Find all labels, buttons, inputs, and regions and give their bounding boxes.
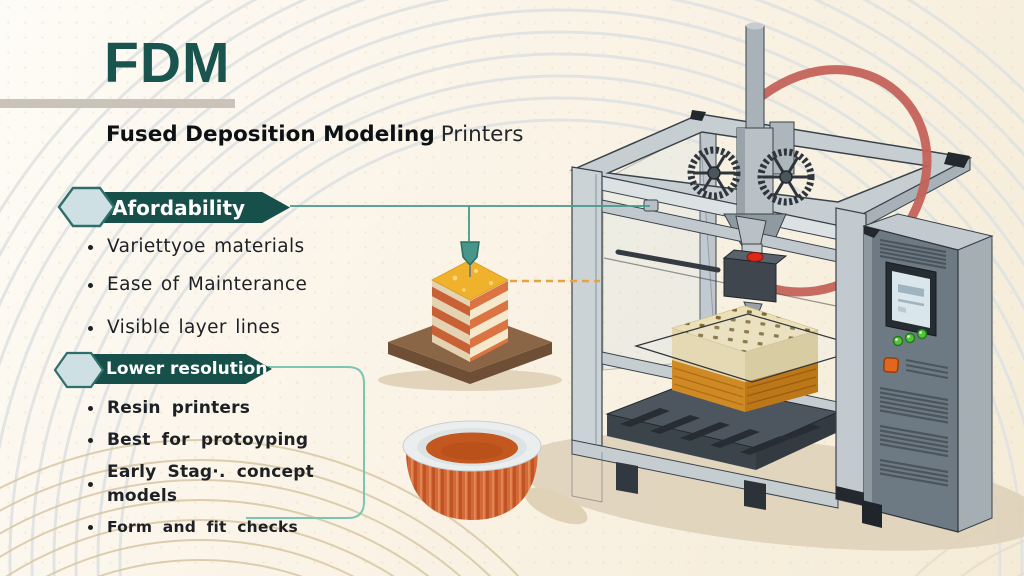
- layered-model-illustration: [388, 241, 552, 384]
- page-title: FDM: [104, 31, 231, 95]
- subtitle-light: Printers: [440, 122, 524, 147]
- print-bed: [605, 381, 840, 510]
- section-bracket: [246, 366, 365, 519]
- control-cabinet: [862, 213, 994, 533]
- hexagon-badge-icon: [53, 351, 105, 389]
- power-button: [882, 356, 900, 374]
- lower-resolution-bullet-list: Resin printers Best for protoyping Early…: [84, 396, 394, 547]
- list-item: Resin printers: [84, 396, 394, 420]
- affordability-bullet-list: Variettyoe materials Ease of Mainterance…: [84, 234, 394, 353]
- model-top-face: [431, 259, 509, 301]
- list-item: Best for protoyping: [84, 428, 394, 452]
- list-item: Early Stag·. concept models: [84, 460, 394, 508]
- hotend-light: [746, 252, 764, 262]
- vent-slats-bottom: [879, 458, 949, 487]
- filament-strand: [753, 65, 932, 297]
- hexagon-badge-icon: [57, 186, 116, 228]
- printer-right-pillar: [835, 207, 867, 507]
- list-item: Visible layer lines: [84, 315, 394, 341]
- vent-slats-top: [879, 238, 947, 270]
- list-item: Ease of Mainterance: [84, 272, 394, 298]
- gantry-rod: [615, 249, 721, 273]
- section-header-label: Lower resolution: [106, 359, 268, 379]
- section-header-affordability: Afordability: [76, 192, 290, 223]
- printer-frame: [569, 110, 973, 371]
- section-header-label: Afordability: [112, 195, 246, 220]
- control-buttons: [892, 328, 928, 347]
- printer-illustration: [569, 22, 994, 533]
- control-screen: [885, 261, 937, 337]
- printed-waffle-object: [633, 305, 869, 412]
- list-item: Form and fit checks: [84, 515, 394, 539]
- callout-lines: [246, 205, 650, 519]
- vent-slats-mid: [879, 386, 949, 424]
- list-item: Variettyoe materials: [84, 234, 394, 260]
- spool-wheel-right: [757, 148, 815, 206]
- nozzle-icon: [460, 241, 480, 277]
- spool-wheel-left: [687, 146, 741, 200]
- title-underline-bar: [0, 99, 235, 108]
- printed-cup-illustration: [402, 420, 542, 520]
- section-header-lower-resolution: Lower resolution: [70, 354, 272, 384]
- subtitle-strong: Fused Deposition Modeling: [106, 122, 435, 147]
- background-waves-bottom-left: [0, 439, 520, 576]
